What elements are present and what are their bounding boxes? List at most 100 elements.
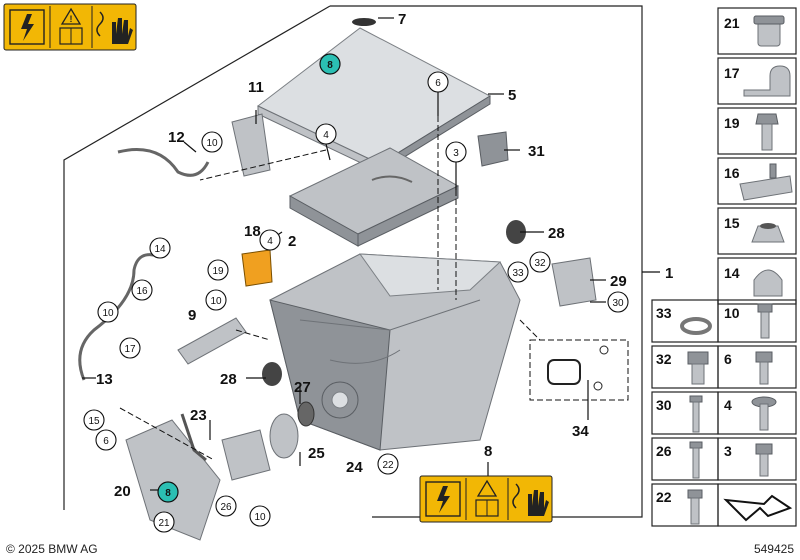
callout-13: 13 [96, 371, 113, 388]
callout-28-left: 28 [220, 371, 237, 388]
copyright-text: © 2025 BMW AG [6, 542, 98, 556]
callout-22: 22 [382, 460, 394, 471]
plate-part-9 [177, 317, 247, 365]
seal-part-28a [262, 362, 282, 386]
side-part-15: 15 [717, 207, 797, 255]
callout-33: 33 [512, 268, 524, 279]
side-cover-part-20 [125, 419, 221, 541]
svg-text:14: 14 [724, 265, 740, 281]
callout-2: 2 [288, 233, 296, 250]
svg-text:4: 4 [724, 397, 732, 413]
svg-text:22: 22 [656, 489, 672, 505]
callout-15: 15 [88, 416, 100, 427]
svg-text:21: 21 [724, 15, 740, 31]
svg-text:17: 17 [724, 65, 740, 81]
callout-14: 14 [154, 244, 166, 255]
resolver-part-24 [221, 429, 271, 481]
callout-18: 18 [244, 223, 261, 240]
callout-25: 25 [308, 445, 325, 462]
seal-ring-part-34 [547, 359, 581, 385]
cable-part-13 [78, 253, 159, 381]
callout-11: 11 [248, 79, 264, 96]
callout-26: 26 [220, 502, 232, 513]
callout-1: 1 [665, 265, 673, 282]
caution-icon [60, 7, 82, 25]
callout-19: 19 [212, 266, 224, 277]
svg-text:6: 6 [724, 351, 732, 367]
side-parts-column: 21 17 19 16 15 14 [651, 7, 797, 527]
circled-callouts: 6 4 3 10 4 19 14 16 10 10 17 33 32 30 15… [83, 53, 629, 533]
callout-20: 20 [114, 483, 131, 500]
svg-text:33: 33 [656, 305, 672, 321]
callout-30: 30 [612, 298, 624, 309]
svg-text:19: 19 [724, 115, 740, 131]
callout-29: 29 [610, 273, 627, 290]
svg-text:26: 26 [656, 443, 672, 459]
callout-6-bottom: 6 [103, 436, 109, 447]
callout-34: 34 [572, 423, 589, 440]
svg-text:10: 10 [724, 305, 740, 321]
callout-21: 21 [158, 518, 170, 529]
callout-numbers: 7 5 31 11 12 2 18 28 29 1 9 28 27 13 23 … [96, 11, 673, 500]
callout-4-mid: 4 [267, 236, 273, 247]
callout-4-top: 4 [323, 130, 329, 141]
svg-text:32: 32 [656, 351, 672, 367]
callout-9: 9 [188, 307, 196, 324]
callout-27: 27 [294, 379, 311, 396]
callout-8-teal-bottom: 8 [165, 488, 171, 499]
diagram-number: 549425 [754, 542, 794, 556]
callout-17: 17 [124, 344, 136, 355]
callout-24: 24 [346, 459, 363, 476]
callout-3: 3 [453, 148, 459, 159]
high-voltage-icon [21, 14, 34, 41]
svg-text:16: 16 [724, 165, 740, 181]
bracket-part-11 [231, 113, 271, 177]
callout-8-teal-top: 8 [327, 60, 333, 71]
warning-label-bottom [419, 462, 553, 523]
callout-16: 16 [136, 286, 148, 297]
side-part-10: 10 [717, 299, 797, 343]
warning-label-top: ! [3, 3, 137, 51]
callout-23: 23 [190, 407, 207, 424]
callout-6-top: 6 [435, 78, 441, 89]
direction-arrow-icon [717, 483, 797, 527]
svg-text:15: 15 [724, 215, 740, 231]
callout-8-bottom: 8 [484, 443, 492, 460]
svg-text:30: 30 [656, 397, 672, 413]
side-part-22: 22 [651, 483, 719, 527]
side-part-33: 33 [651, 299, 719, 343]
side-part-14: 14 [717, 257, 797, 305]
side-part-16: 16 [717, 157, 797, 205]
callout-31: 31 [528, 143, 545, 160]
callout-32: 32 [534, 258, 546, 269]
hose-part-12 [117, 148, 210, 177]
hand-warning-icon [112, 18, 133, 44]
side-part-32: 32 [651, 345, 719, 389]
housing-cover-part-2 [288, 147, 460, 247]
disc-part-25 [269, 413, 299, 459]
sensor-part-31 [477, 131, 509, 167]
callout-7: 7 [398, 11, 406, 28]
callout-12: 12 [168, 129, 185, 146]
callout-5: 5 [508, 87, 516, 104]
svg-text:3: 3 [724, 443, 732, 459]
orange-component-18 [241, 249, 273, 287]
callout-10-a: 10 [206, 138, 218, 149]
callout-10-c: 10 [102, 308, 114, 319]
side-part-3: 3 [717, 437, 797, 481]
side-part-21: 21 [717, 7, 797, 55]
sensor-part-23 [180, 413, 207, 462]
seal-part-28b [506, 220, 526, 244]
side-part-6: 6 [717, 345, 797, 389]
side-part-30: 30 [651, 391, 719, 435]
side-part-17: 17 [717, 57, 797, 105]
module-part-29 [551, 257, 597, 307]
side-part-4: 4 [717, 391, 797, 435]
callout-10-b: 10 [210, 296, 222, 307]
dashed-lines [119, 116, 629, 461]
side-part-26: 26 [651, 437, 719, 481]
callout-28-top: 28 [548, 225, 565, 242]
callout-10-d: 10 [254, 512, 266, 523]
svg-text:!: ! [70, 14, 73, 24]
